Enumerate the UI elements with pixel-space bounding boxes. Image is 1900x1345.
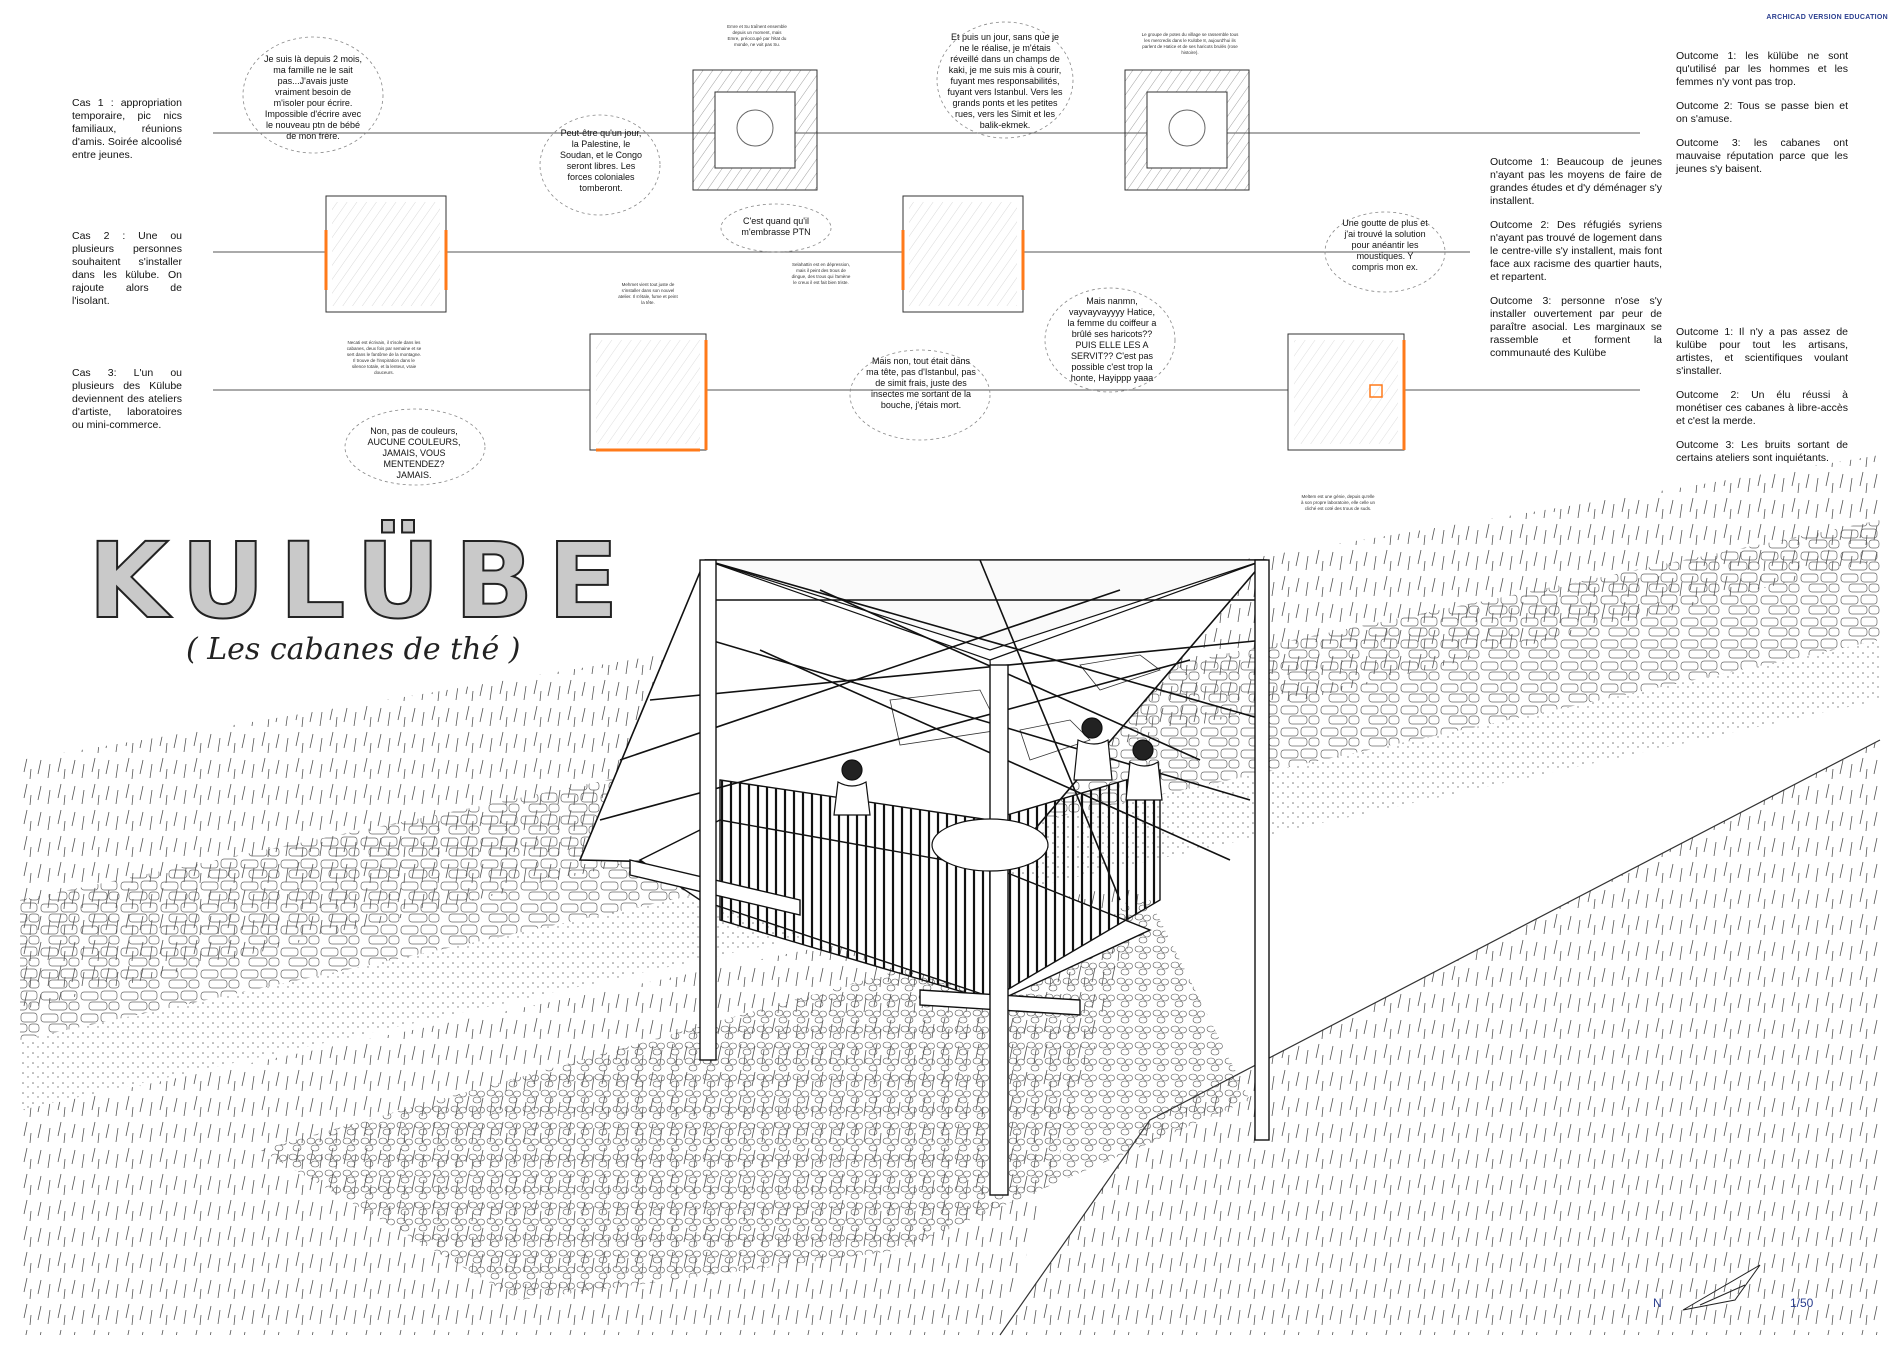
bubble-palestine: Peut-être qu'un jour, la Palestine, le S… (559, 128, 643, 193)
note-selahattin: Selahattin est en dépression, mais il pe… (791, 262, 851, 285)
north-arrow-icon (1682, 1264, 1761, 1311)
page-subtitle: ( Les cabanes de thé ) (186, 632, 521, 667)
plan-case1-a (692, 69, 818, 191)
outcome-3-2: Outcome 2: Un élu réussi à monétiser ces… (1676, 389, 1848, 427)
note-mehmet: Mehmet vient tout juste de s'installer d… (618, 282, 678, 305)
outcome-3-3: Outcome 3: Les bruits sortant de certain… (1676, 439, 1848, 464)
outcome-2-1: Outcome 1: Beaucoup de jeunes n'ayant pa… (1490, 156, 1662, 207)
plan-case2-b (901, 195, 1025, 313)
grass-right (1000, 740, 1880, 1335)
plan-case1-b (1124, 69, 1250, 191)
bubble-outlines (242, 21, 1446, 486)
scale-label: 1/50 (1790, 1296, 1814, 1310)
bubble-hatice: Mais nanmn, vayvayvayyyy Hatice, la femm… (1067, 296, 1157, 383)
case-3-label: Cas 3: L'un ou plusieurs des Külube devi… (72, 367, 182, 431)
outcome-1-1: Outcome 1: les külübe ne sont qu'utilisé… (1676, 50, 1848, 88)
plan-case2-a (324, 195, 448, 313)
outcome-1-2: Outcome 2: Tous se passe bien et on s'am… (1676, 100, 1848, 125)
north-label: N (1653, 1296, 1662, 1310)
note-village-group: Le groupe de potes du village se rassemb… (1141, 32, 1239, 55)
grass-lower (20, 880, 1150, 1335)
bubble-embrasse: C'est quand qu'il m'embrasse PTN (741, 216, 811, 237)
outcome-3-1: Outcome 1: Il n'y a pas assez de kulübe … (1676, 326, 1848, 377)
outcomes-case-1: Outcome 1: les külübe ne sont qu'utilisé… (1676, 50, 1848, 187)
plan-case3-b (1287, 333, 1406, 451)
bubble-moustiques: Une goutte de plus et j'ai trouvé la sol… (1342, 218, 1428, 272)
page-title: KULÜBE (87, 519, 633, 643)
kulube-cabin-axonometric (578, 559, 1270, 1196)
outcomes-case-2: Outcome 1: Beaucoup de jeunes n'ayant pa… (1490, 156, 1662, 371)
bubble-couleurs: Non, pas de couleurs, AUCUNE COULEURS, J… (367, 426, 461, 480)
bubble-mort: Mais non, tout était dans ma tête, pas d… (866, 356, 976, 410)
bubble-writer: Je suis là depuis 2 mois, ma famille ne … (263, 54, 363, 141)
case-2-label: Cas 2 : Une ou plusieurs personnes souha… (72, 230, 182, 307)
note-emre-su: Emre et Su traînent ensemble depuis un m… (727, 24, 787, 47)
plan-case3-a (589, 333, 708, 452)
outcome-2-2: Outcome 2: Des réfugiés syriens n'ayant … (1490, 219, 1662, 283)
note-meltem: Meltem est une génie, depuis qu'elle à s… (1300, 494, 1376, 511)
outcome-1-3: Outcome 3: les cabanes ont mauvaise répu… (1676, 137, 1848, 175)
education-watermark: ARCHICAD VERSION EDUCATION (1766, 14, 1888, 21)
note-necati: Necati est écrivain, il s'isole dans les… (346, 340, 422, 375)
outcomes-case-3: Outcome 1: Il n'y a pas assez de kulübe … (1676, 326, 1848, 476)
case-1-label: Cas 1 : appropriation temporaire, pic ni… (72, 97, 182, 161)
bubble-istanbul: Et puis un jour, sans que je ne le réali… (947, 32, 1063, 130)
outcome-2-3: Outcome 3: personne n'ose s'y installer … (1490, 295, 1662, 359)
